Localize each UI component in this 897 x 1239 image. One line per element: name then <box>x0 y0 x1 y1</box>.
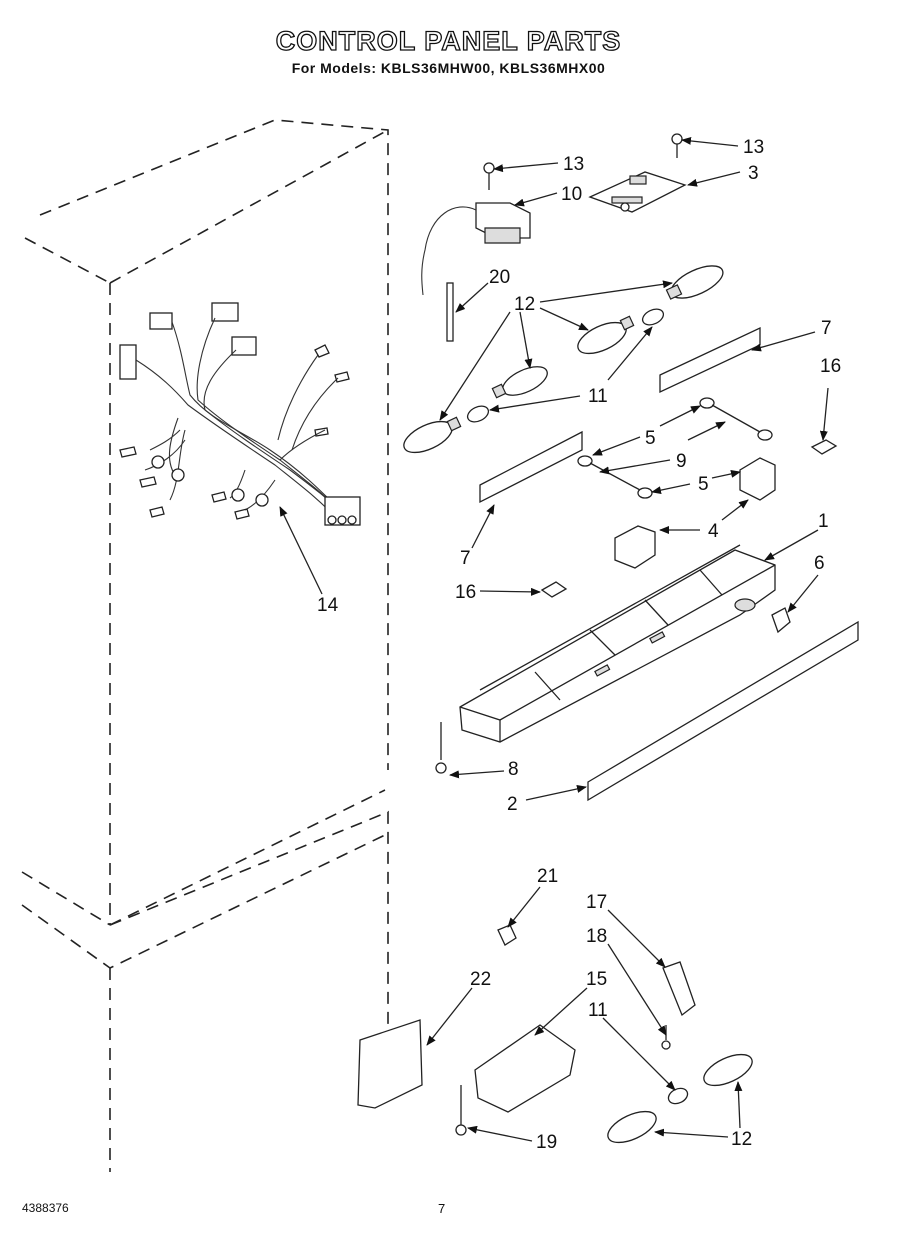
callout-7: 7 <box>460 548 471 569</box>
screw-18 <box>661 1025 671 1050</box>
bulb-socket-11 <box>466 405 490 423</box>
callout-20: 20 <box>489 267 510 288</box>
callout-19: 19 <box>536 1132 557 1153</box>
callout-22: 22 <box>470 969 491 990</box>
callout-13: 13 <box>563 154 584 175</box>
callout-labels: 13 10 13 3 20 12 7 16 11 5 9 5 4 1 7 6 1… <box>317 137 841 1153</box>
callout-17: 17 <box>586 892 607 913</box>
bracket-17 <box>662 961 696 1017</box>
callout-1: 1 <box>818 511 829 532</box>
callout-7: 7 <box>821 318 832 339</box>
control-board-3 <box>588 171 687 213</box>
bracket-22 <box>357 1019 423 1109</box>
callout-5: 5 <box>698 474 709 495</box>
harness-connector <box>211 302 239 322</box>
light-shield-7 <box>479 430 583 504</box>
bushing-5 <box>577 455 653 499</box>
rod-20 <box>446 282 454 342</box>
screw-13-b <box>671 133 683 158</box>
callout-3: 3 <box>748 163 759 184</box>
callout-11: 11 <box>588 1000 608 1021</box>
terminal-plug <box>324 496 361 526</box>
light-bulb-12 <box>403 416 462 454</box>
page-number: 7 <box>438 1201 446 1216</box>
trim-strip-2 <box>587 620 859 802</box>
callout-21: 21 <box>537 866 558 887</box>
light-bulb-12 <box>607 1110 657 1144</box>
screw-19 <box>455 1085 467 1136</box>
callout-12: 12 <box>731 1129 752 1150</box>
bulb-socket-11 <box>667 1087 689 1105</box>
callout-12: 12 <box>514 294 535 315</box>
light-shield-7 <box>659 326 761 394</box>
callout-15: 15 <box>586 969 607 990</box>
page-title: CONTROL PANEL PARTS <box>275 25 622 56</box>
callout-2: 2 <box>507 794 518 815</box>
model-subtitle: For Models: KBLS36MHW00, KBLS36MHX00 <box>291 60 606 76</box>
wire-harness-14 <box>119 302 361 526</box>
harness-connector <box>231 336 257 356</box>
callout-4: 4 <box>708 521 719 542</box>
harness-connector <box>149 312 173 330</box>
clip-16 <box>540 581 568 598</box>
callout-16: 16 <box>820 356 841 377</box>
callout-14: 14 <box>317 595 339 616</box>
callout-6: 6 <box>814 553 825 574</box>
screw-13-a <box>483 162 495 190</box>
cabinet-outline <box>21 119 389 1172</box>
callout-11: 11 <box>588 386 608 407</box>
document-number: 4388376 <box>22 1201 69 1215</box>
light-bulb-12 <box>577 315 635 355</box>
light-bulb-12 <box>665 265 724 300</box>
callout-16: 16 <box>455 582 476 603</box>
screw-8 <box>435 722 447 774</box>
callout-8: 8 <box>508 759 519 780</box>
callout-13: 13 <box>743 137 764 158</box>
harness-connector <box>119 344 137 380</box>
bushing-5 <box>699 397 773 441</box>
knob-6 <box>771 607 791 634</box>
light-bulb-12 <box>703 1053 753 1087</box>
clip-16 <box>810 439 838 455</box>
control-housing-1 <box>459 544 776 743</box>
callout-5: 5 <box>645 428 656 449</box>
shaft-9 <box>711 404 761 433</box>
clip-21 <box>497 924 517 946</box>
clip-4 <box>739 457 776 501</box>
callout-9: 9 <box>676 451 687 472</box>
clip-4 <box>614 525 656 569</box>
thermostat-10 <box>421 202 531 296</box>
callout-18: 18 <box>586 926 607 947</box>
bulb-socket-11 <box>641 308 665 326</box>
light-bulb-12 <box>491 366 548 399</box>
callout-10: 10 <box>561 184 582 205</box>
leader-lines <box>279 136 829 1142</box>
heat-shield-15 <box>474 1024 576 1113</box>
shaft-9 <box>589 462 641 491</box>
